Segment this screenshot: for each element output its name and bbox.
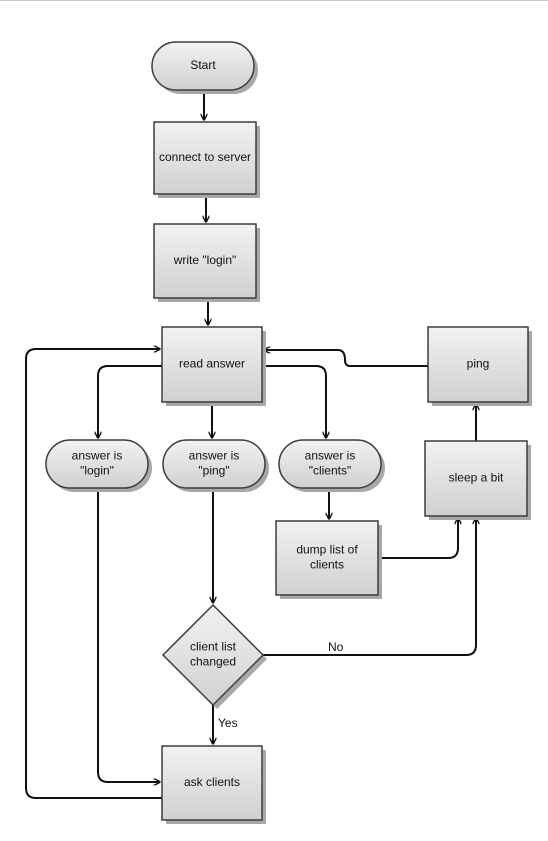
- node-label: answer is: [72, 449, 123, 463]
- node-ask-clients: ask clients: [161, 745, 266, 824]
- node-shape: [151, 41, 255, 91]
- node-write-login: write "login": [153, 223, 260, 302]
- edge-answer-login-to-ask-clients: [97, 488, 160, 782]
- node-label: Start: [190, 58, 216, 72]
- nodes-layer: Start connect to server write "login" read …: [45, 41, 532, 824]
- top-rule: [0, 0, 548, 1]
- node-label: ask clients: [184, 775, 240, 789]
- node-label: clients: [310, 558, 344, 572]
- node-shape: [275, 520, 379, 596]
- edge-labels-layer: Yes No: [218, 640, 344, 730]
- node-label: changed: [190, 655, 236, 669]
- node-shape: [45, 439, 149, 489]
- node-ping: ping: [427, 326, 532, 406]
- node-label: write "login": [173, 253, 237, 267]
- node-label: "ping": [198, 464, 229, 478]
- node-answer-ping: answer is"ping": [162, 439, 269, 492]
- node-shape: [153, 223, 257, 299]
- node-label: "clients": [309, 464, 352, 478]
- node-shape: [427, 326, 529, 403]
- node-label: answer is: [305, 449, 356, 463]
- node-shape: [161, 745, 263, 821]
- node-label: answer is: [189, 449, 240, 463]
- node-answer-login: answer is"login": [45, 439, 152, 492]
- node-label: sleep a bit: [449, 471, 504, 485]
- node-shape: [424, 440, 528, 517]
- edge-label-yes: Yes: [218, 716, 238, 730]
- node-label: connect to server: [159, 150, 251, 164]
- node-label: dump list of: [296, 543, 358, 557]
- node-connect: connect to server: [153, 121, 260, 198]
- node-shape: [161, 603, 265, 707]
- edge-read-answer-to-answer-login: [98, 365, 162, 438]
- node-shape: [161, 326, 263, 403]
- node-label: ping: [467, 357, 490, 371]
- edge-ping-to-read-answer: [264, 350, 428, 367]
- node-shape: [278, 439, 382, 489]
- edge-decision-no-to-sleep: [263, 518, 476, 656]
- node-shape: [162, 439, 266, 489]
- edge-read-answer-to-answer-clients: [262, 365, 326, 438]
- node-label: client list: [190, 640, 237, 654]
- edge-ask-clients-loop-to-read-answer: [25, 349, 162, 799]
- node-sleep: sleep a bit: [424, 440, 531, 520]
- node-label: read answer: [179, 357, 245, 371]
- node-answer-clients: answer is"clients": [278, 439, 385, 492]
- edge-dump-list-to-sleep: [378, 518, 458, 559]
- edge-label-no: No: [328, 640, 344, 654]
- edges-layer: [25, 90, 476, 799]
- node-shape: [153, 121, 257, 195]
- node-read-answer: read answer: [161, 326, 266, 406]
- node-label: "login": [80, 464, 114, 478]
- node-start: Start: [151, 41, 258, 94]
